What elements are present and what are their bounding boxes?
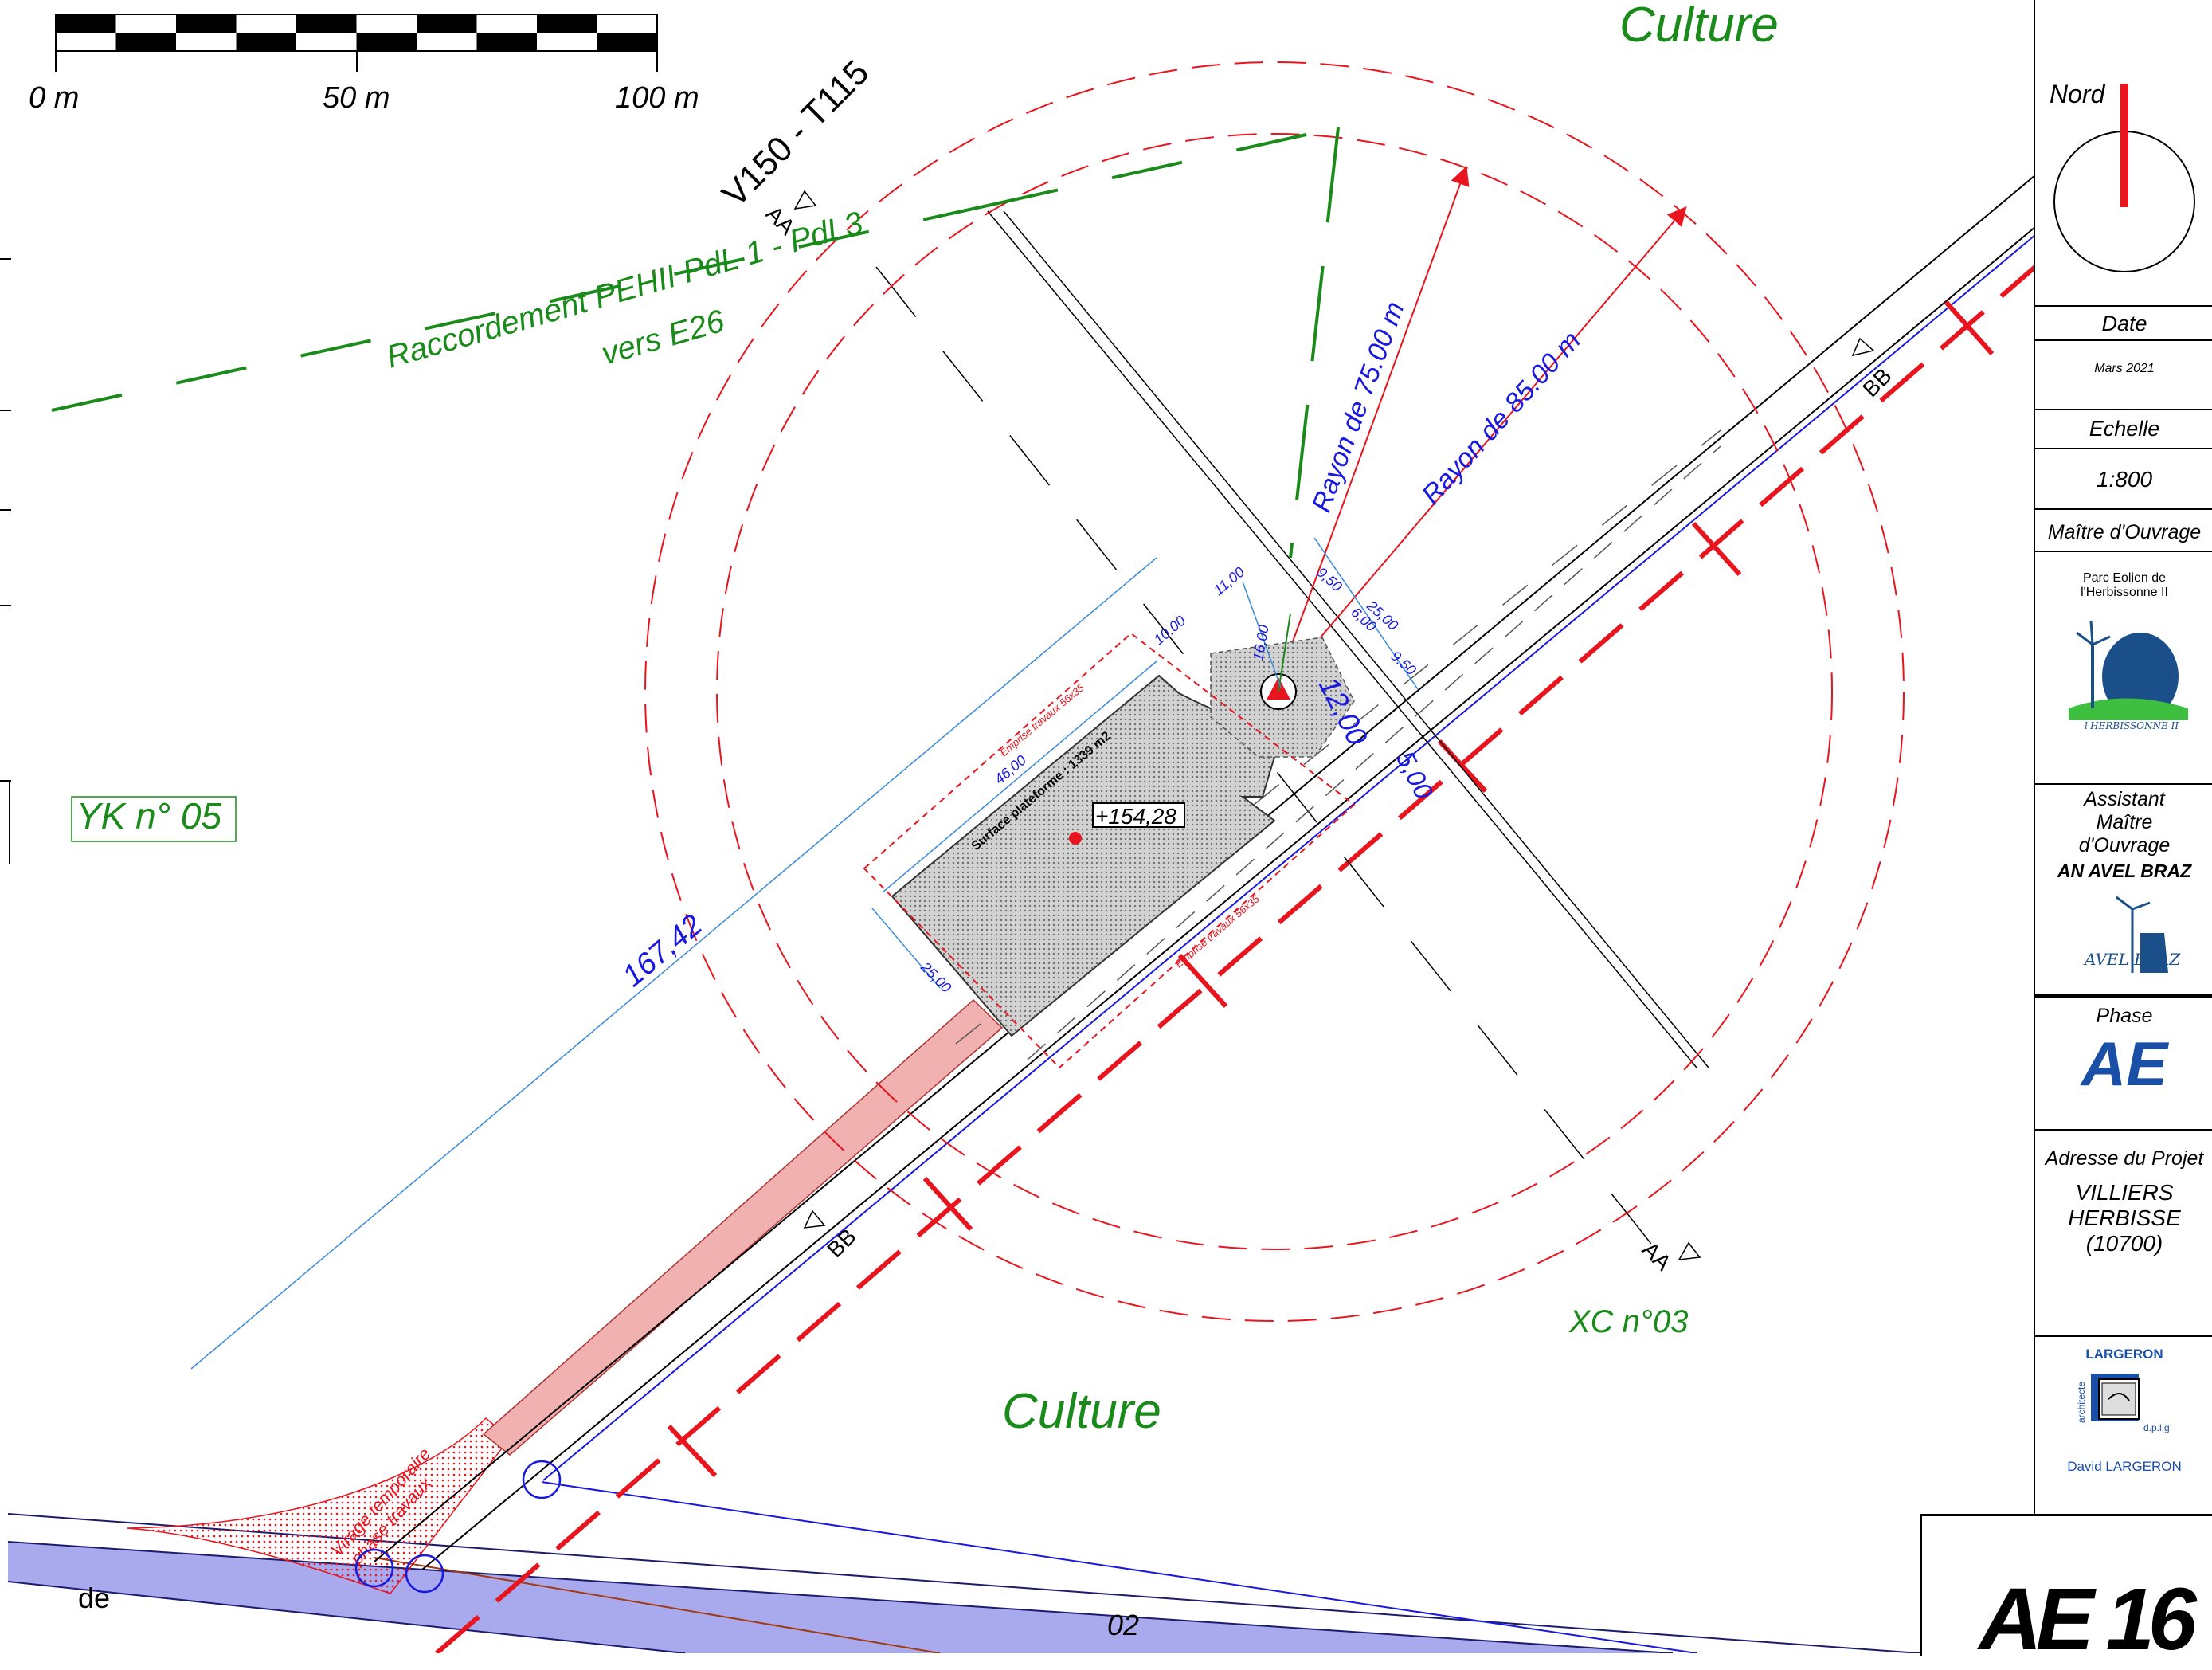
access-road (354, 174, 2035, 1594)
dim-46-label: 46,00 (992, 752, 1029, 787)
largeron-logo: architecte d.p.l.g (2076, 1374, 2170, 1433)
avel-braz-logo-text: AVEL BRAZ (2083, 950, 2181, 969)
architect-cell: LARGERON architecte d.p.l.g David LARGER… (2035, 1337, 2212, 1514)
amo-name: AN AVEL BRAZ (2057, 860, 2192, 881)
turbine-label: V150 - T115 (714, 53, 876, 214)
parcel-yk-label: YK n° 05 (76, 795, 221, 837)
axis-lines (875, 210, 1721, 1252)
architect-side-label: architecte (2076, 1382, 2087, 1423)
address-line1: VILLIERS (2075, 1180, 2174, 1205)
address-label: Adresse du Projet (2045, 1147, 2204, 1170)
address-line3: (10700) (2085, 1231, 2163, 1256)
date-label: Date (2035, 312, 2212, 341)
scale-label-50: 50 m (323, 81, 390, 115)
north-arrow-icon (2053, 84, 2195, 272)
title-block: Nord Date Mars 2021 Echelle 1:800 Maître… (2034, 0, 2212, 1653)
architect-dplg-label: d.p.l.g (2143, 1422, 2170, 1433)
cable-route (51, 126, 1340, 559)
phase-label: Phase (2096, 1005, 2153, 1027)
radius-85-label: Rayon de 85.00 m (1416, 325, 1587, 510)
scale-label-0: 0 m (29, 81, 79, 115)
green-labels: Culture Culture Raccordement PEHII PdL 1… (71, 0, 1779, 1439)
dim-10-label: 10,00 (1151, 613, 1188, 648)
emprise-bottom-label: Emprise travaux 56x35 (1173, 892, 1262, 970)
crane-platform: +154,28 Surface plateforme : 1339 m2 Emp… (863, 613, 1356, 1069)
architect-name: David LARGERON (2067, 1459, 2182, 1474)
phase-cell: Phase AE (2035, 996, 2212, 1131)
dim-5-label: 5,00 (1391, 747, 1439, 804)
radius-75-label: Rayon de 75.00 m (1306, 298, 1411, 516)
north-cell: Nord (2035, 0, 2212, 307)
sheet-number: AE 16 (1979, 1570, 2197, 1668)
architect-firm: LARGERON (2085, 1347, 2163, 1362)
frame-ticks (0, 258, 11, 864)
site-plan: 0 m 50 m 100 m de 02 Virage temporaire p… (0, 0, 2035, 1653)
radius-arrows (1274, 166, 1687, 692)
culture-top-label: Culture (1619, 0, 1779, 53)
north-label: Nord (2050, 80, 2105, 108)
dim-950a-label: 9,50 (1313, 564, 1345, 594)
scale-value: 1:800 (2096, 467, 2153, 492)
amo-label: Assistant Maître d'Ouvrage (2078, 788, 2171, 857)
herbissonne-logo: l'HERBISSONNE II (2069, 620, 2188, 731)
scale-label-100: 100 m (615, 81, 699, 115)
parcel-xc-label: XC n°03 (1568, 1304, 1688, 1339)
sheet-number-box: AE 16 (1920, 1514, 2212, 1668)
road-label-de: de (78, 1582, 110, 1614)
road: de 02 (7, 1481, 1920, 1653)
cable-label-line2: vers E26 (597, 304, 729, 372)
scale-cell: Echelle 1:800 (2035, 410, 2212, 510)
address-cell: Adresse du Projet VILLIERS HERBISSE (107… (2035, 1131, 2212, 1337)
dim-25a-label: 25,00 (917, 958, 954, 996)
dim-11-label: 11,00 (1211, 564, 1247, 598)
date-cell: Date Mars 2021 (2035, 307, 2212, 410)
culture-bottom-label: Culture (1002, 1384, 1161, 1439)
moa-name: Parc Eolien de l'Herbissonne II (2081, 571, 2168, 599)
date-value: Mars 2021 (2094, 362, 2155, 375)
dimension-lines (190, 537, 1419, 1370)
dim-167-label: 167,42 (617, 908, 709, 994)
herbissonne-logo-text: l'HERBISSONNE II (2085, 720, 2179, 731)
address-line2: HERBISSE (2068, 1205, 2181, 1230)
moa-cell: Maître d'Ouvrage Parc Eolien de l'Herbis… (2035, 510, 2212, 785)
elevation-label: +154,28 (1095, 804, 1176, 829)
section-aa-bottom: AA (1638, 1237, 1677, 1276)
amo-cell: Assistant Maître d'Ouvrage AN AVEL BRAZ … (2035, 785, 2212, 996)
scale-bar: 0 m 50 m 100 m (29, 14, 699, 115)
avel-braz-logo: AVEL BRAZ (2083, 896, 2181, 973)
phase-value: AE (2081, 1029, 2168, 1099)
red-boundary (435, 265, 2035, 1653)
road-label-02: 02 (1107, 1609, 1139, 1641)
section-bb-bottom: BB (822, 1224, 860, 1262)
moa-label: Maître d'Ouvrage (2035, 521, 2212, 552)
scale-label: Echelle (2035, 417, 2212, 449)
radius-circles (644, 61, 1905, 1322)
